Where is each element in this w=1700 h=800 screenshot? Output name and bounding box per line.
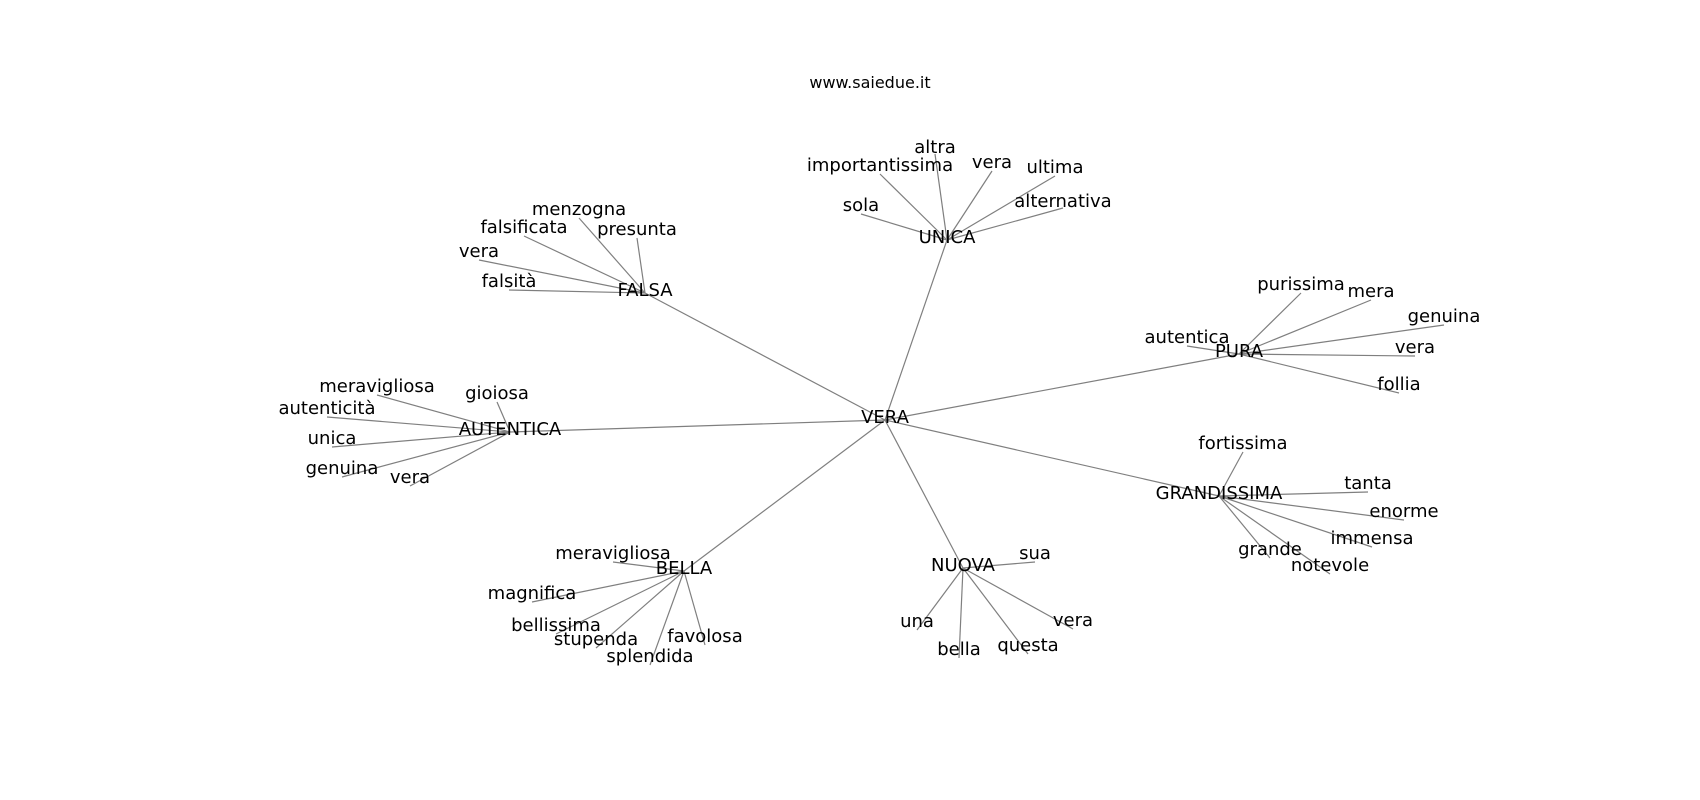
leaf-node-falsa-presunta: presunta: [597, 219, 677, 240]
leaf-node-grandissima-fortissima: fortissima: [1198, 433, 1287, 454]
edge-bella-magnifica: [531, 570, 685, 603]
leaf-node-pura-vera: vera: [1395, 337, 1435, 358]
edge-grandissima-tanta: [1218, 491, 1369, 497]
edge-center-grandissima: [884, 419, 1220, 497]
edge-pura-follia: [1238, 353, 1400, 394]
leaf-node-pura-autentica: autentica: [1145, 327, 1230, 348]
edge-grandissima-notevole: [1218, 495, 1331, 575]
edge-nuova-sua: [962, 561, 1036, 569]
leaf-node-grandissima-grande: grande: [1238, 539, 1302, 560]
edge-center-bella: [683, 419, 886, 572]
leaf-node-pura-follia: follia: [1377, 374, 1420, 395]
edge-autentica-meravigliosa: [376, 394, 511, 433]
leaf-node-autentica-vera: vera: [390, 467, 430, 488]
site-url-label: www.saiedue.it: [809, 73, 930, 92]
leaf-node-falsa-falsita: falsità: [482, 271, 537, 292]
edge-pura-purissima: [1238, 292, 1302, 355]
leaf-node-falsa-menzogna: menzogna: [532, 199, 626, 220]
edge-unica-ultima: [946, 175, 1056, 241]
leaf-node-grandissima-notevole: notevole: [1291, 555, 1369, 576]
edge-bella-splendida: [649, 570, 685, 666]
leaf-node-nuova-sua: sua: [1019, 543, 1051, 564]
leaf-node-bella-favolosa: favolosa: [667, 626, 742, 647]
leaf-node-bella-bellissima: bellissima: [511, 615, 601, 636]
edge-autentica-gioiosa: [496, 401, 511, 433]
edge-autentica-vera: [409, 431, 511, 487]
edge-unica-alternativa: [946, 207, 1064, 241]
edge-bella-stupenda: [595, 570, 685, 649]
leaf-node-unica-ultima: ultima: [1026, 157, 1083, 178]
hub-node-grandissima: GRANDISSIMA: [1156, 483, 1283, 504]
edge-unica-altra: [934, 153, 948, 241]
edge-falsa-vera: [478, 259, 646, 294]
edge-bella-meravigliosa: [612, 561, 685, 572]
edge-nuova-vera: [962, 567, 1074, 630]
edge-falsa-falsita: [508, 289, 646, 294]
leaf-node-bella-magnifica: magnifica: [488, 583, 577, 604]
edge-falsa-menzogna: [578, 217, 646, 294]
leaf-node-grandissima-tanta: tanta: [1344, 473, 1392, 494]
hub-node-autentica: AUTENTICA: [459, 419, 562, 440]
leaf-node-bella-meravigliosa: meravigliosa: [555, 543, 671, 564]
leaf-node-unica-alternativa: alternativa: [1014, 191, 1111, 212]
leaf-node-unica-altra: altra: [914, 137, 956, 158]
edge-grandissima-enorme: [1218, 495, 1405, 521]
edge-bella-bellissima: [555, 570, 685, 635]
edge-unica-sola: [860, 213, 948, 241]
leaf-node-pura-mera: mera: [1347, 281, 1394, 302]
hub-node-falsa: FALSA: [617, 280, 673, 301]
edge-pura-genuina: [1238, 324, 1445, 355]
leaf-node-nuova-questa: questa: [997, 635, 1058, 656]
edge-unica-vera: [946, 170, 993, 241]
leaf-node-bella-stupenda: stupenda: [554, 629, 638, 650]
edge-falsa-falsificata: [523, 235, 646, 294]
edge-pura-vera: [1238, 353, 1416, 357]
leaf-node-autentica-autenticita: autenticità: [278, 398, 375, 419]
hub-node-unica: UNICA: [919, 227, 977, 248]
leaf-node-autentica-gioiosa: gioiosa: [465, 383, 529, 404]
edge-center-falsa: [644, 292, 886, 421]
leaf-node-autentica-meravigliosa: meravigliosa: [319, 376, 435, 397]
hub-node-bella: BELLA: [656, 558, 713, 579]
edge-grandissima-immensa: [1218, 495, 1373, 548]
leaf-node-bella-splendida: splendida: [606, 646, 693, 667]
hub-node-pura: PURA: [1215, 341, 1264, 362]
leaf-node-unica-sola: sola: [843, 195, 879, 216]
leaf-node-nuova-bella: bella: [937, 639, 981, 660]
edge-center-nuova: [884, 419, 964, 569]
edge-unica-importantissima: [879, 173, 948, 241]
edge-center-pura: [884, 353, 1240, 421]
leaf-node-falsa-vera: vera: [459, 241, 499, 262]
edge-autentica-autenticita: [326, 416, 511, 433]
edge-falsa-presunta: [636, 237, 646, 294]
leaf-node-unica-importantissima: importantissima: [807, 155, 953, 176]
edge-nuova-una: [916, 567, 964, 631]
leaf-node-pura-purissima: purissima: [1257, 274, 1345, 295]
leaf-node-pura-genuina: genuina: [1408, 306, 1481, 327]
leaf-node-nuova-vera: vera: [1053, 610, 1093, 631]
edge-grandissima-fortissima: [1218, 451, 1244, 497]
leaf-node-falsa-falsificata: falsificata: [480, 217, 567, 238]
edge-autentica-unica: [331, 431, 511, 448]
leaf-node-nuova-una: una: [900, 611, 934, 632]
edge-bella-favolosa: [683, 570, 706, 646]
edge-nuova-questa: [962, 567, 1029, 655]
leaf-node-grandissima-immensa: immensa: [1331, 528, 1414, 549]
leaf-node-unica-vera: vera: [972, 152, 1012, 173]
edge-autentica-genuina: [341, 431, 511, 478]
edge-center-autentica: [509, 419, 886, 433]
edge-grandissima-grande: [1218, 495, 1271, 559]
center-node-vera: VERA: [861, 407, 909, 428]
edge-pura-autentica: [1186, 345, 1240, 355]
edge-center-unica: [884, 239, 948, 421]
graph-edges: [326, 153, 1445, 666]
edge-pura-mera: [1238, 299, 1372, 355]
leaf-node-autentica-unica: unica: [308, 428, 357, 449]
leaf-node-autentica-genuina: genuina: [306, 458, 379, 479]
leaf-node-grandissima-enorme: enorme: [1369, 501, 1438, 522]
edge-nuova-bella: [958, 567, 964, 659]
hub-node-nuova: NUOVA: [931, 555, 996, 576]
